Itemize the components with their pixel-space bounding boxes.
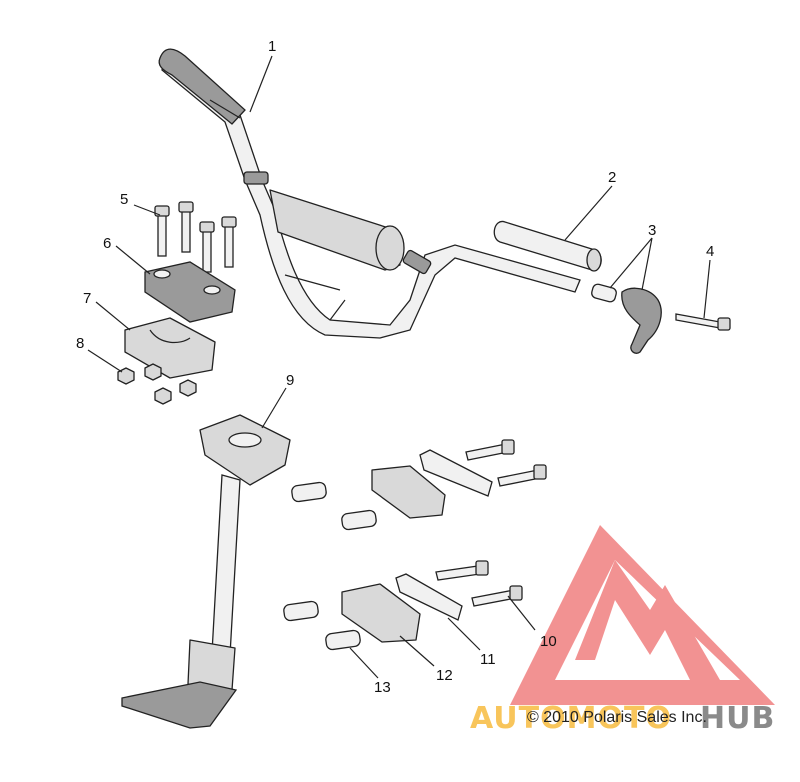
handlebar — [158, 48, 581, 339]
callout-10: 10 — [540, 633, 557, 650]
throttle-lever — [621, 287, 662, 354]
copyright-notice: © 2010 Polaris Sales Inc. — [527, 709, 707, 726]
lower-clamp-saddle — [149, 329, 191, 344]
lower-link-plate — [395, 573, 463, 621]
leader-lines — [87, 55, 711, 679]
upper-bushing-set — [291, 439, 547, 531]
upper-pivot-block — [371, 465, 446, 519]
callout-13: 13 — [374, 679, 391, 696]
watermark-text-left: AUTOMOTO — [470, 701, 672, 736]
nut — [179, 379, 197, 397]
nut — [154, 387, 172, 405]
upper-clamp — [144, 261, 236, 323]
upper-clamp-hole — [203, 285, 221, 295]
lower-clamp — [124, 317, 216, 379]
lower-clamp-body — [124, 317, 216, 379]
steering-post-base — [121, 681, 238, 729]
steering-post-top-mount — [199, 414, 291, 486]
clamp-bolts — [154, 201, 237, 273]
long-bolt-head — [717, 317, 731, 331]
throttle-bushing — [591, 283, 617, 303]
clamp-bolt — [221, 216, 237, 268]
steering-post — [121, 414, 291, 729]
bushing — [283, 600, 319, 622]
bushing — [291, 481, 327, 503]
handlebar-clip-left — [243, 171, 269, 185]
upper-clamp-hole — [153, 269, 171, 279]
grip-end — [586, 248, 602, 272]
lower-pivot-block — [341, 583, 421, 643]
callout-12: 12 — [436, 667, 453, 684]
long-bolt — [675, 313, 731, 331]
callout-1: 1 — [268, 38, 276, 55]
long-bolt-shaft — [675, 313, 721, 329]
callout-4: 4 — [706, 243, 714, 260]
nut — [144, 363, 162, 381]
grip — [493, 220, 602, 272]
callout-8: 8 — [76, 335, 84, 352]
watermark-logo — [510, 525, 775, 705]
lower-bushing-set — [283, 560, 523, 651]
watermark-text: AUTOMOTO HUB — [470, 701, 775, 736]
callout-7: 7 — [83, 290, 91, 307]
spacer-bushing — [325, 629, 361, 651]
lower-bolt — [435, 560, 489, 581]
clamp-bolt — [154, 205, 170, 257]
upper-bolt — [465, 439, 515, 461]
clamp-bolt — [178, 201, 194, 253]
clamp-bolt — [199, 221, 215, 273]
throttle-assembly — [591, 283, 662, 354]
callout-11: 11 — [480, 651, 496, 668]
watermark-text-right: HUB — [700, 701, 775, 736]
upper-link-plate — [419, 449, 493, 497]
callout-5: 5 — [120, 191, 128, 208]
bushing — [341, 509, 377, 531]
watermark-triangle — [510, 525, 775, 705]
callout-2: 2 — [608, 169, 616, 186]
handlebar-bend-lines — [209, 99, 346, 321]
callout-labels: 1 2 3 4 5 6 7 8 9 10 11 12 13 — [76, 38, 714, 696]
handlebar-pad-end — [375, 225, 405, 271]
callout-3: 3 — [648, 222, 656, 239]
lower-bolt — [471, 585, 523, 607]
watermark-m-shape — [575, 560, 720, 680]
handlebar-tube — [161, 53, 581, 339]
callout-6: 6 — [103, 235, 111, 252]
callout-9: 9 — [286, 372, 294, 389]
handlebar-clip-right — [402, 249, 432, 275]
upper-bolt — [497, 464, 547, 487]
steering-post-bearing — [228, 432, 262, 448]
